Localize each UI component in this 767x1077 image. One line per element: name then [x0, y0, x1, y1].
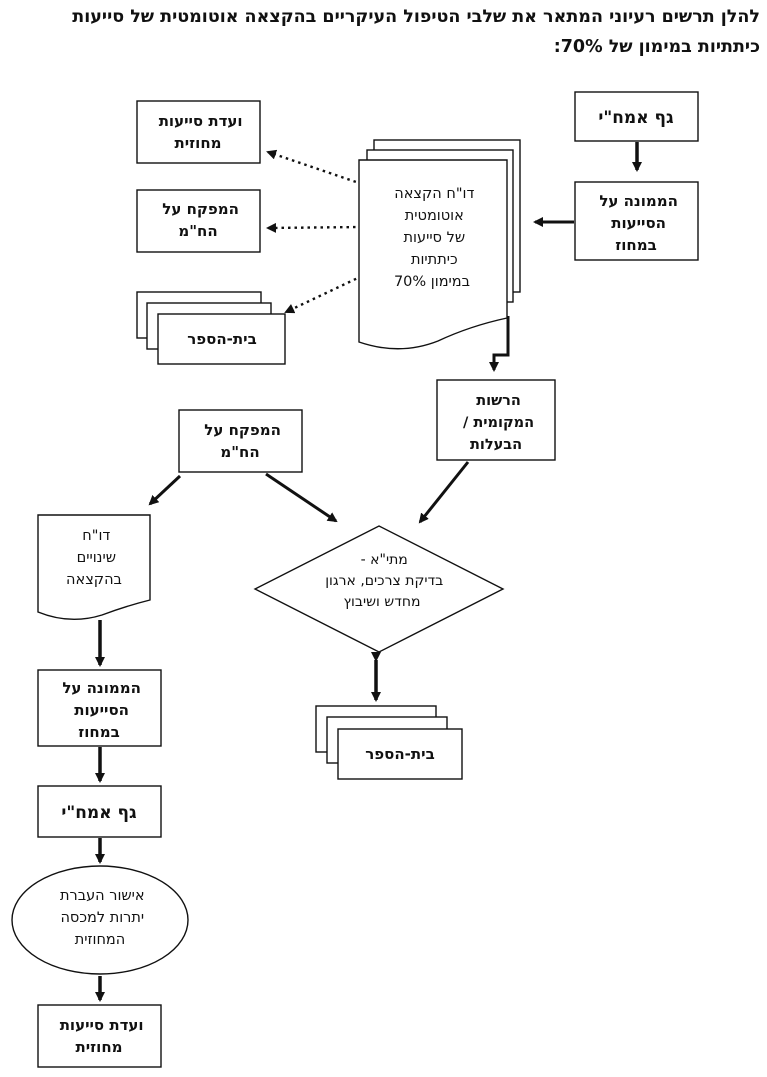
- node-committee-top: ועדת סייעות מחוזית: [136, 100, 261, 164]
- node-amach-bottom: גף אמח"י: [37, 785, 162, 838]
- node-school-bottom: בית-הספר: [315, 705, 463, 780]
- intro-line-1: להלן תרשים רעיוני המתאר את שלבי הטיפול ה…: [72, 7, 760, 27]
- node-amach-top: גף אמח"י: [574, 91, 699, 142]
- node-approval: אישור העברת יתרות למכסה המחוזית: [11, 865, 189, 975]
- svg-text:גף אמח"י: גף אמח"י: [61, 803, 137, 823]
- svg-text:המפקח על הח"מ: המפקח על הח"מ: [157, 200, 239, 240]
- svg-text:אישור העברת יתרות למכסה: אישור העברת יתרות למכסה המחוזית: [55, 888, 144, 948]
- arrow-supervisor-to-changes: [148, 474, 182, 506]
- svg-text:מתי"א - בדיקת צרכים, ארג: מתי"א - בדיקת צרכים, ארגון מחדש ושיבוץ: [321, 552, 444, 610]
- node-authority: הרשות המקומית / הבעלות: [436, 379, 556, 461]
- dotted-report-to-committee: [266, 149, 363, 186]
- svg-text:הממונה על הסייעות: הממונה על הסייעות במחוז: [594, 192, 678, 254]
- dotted-report-to-supervisor: [266, 222, 363, 233]
- dotted-report-to-school: [284, 274, 363, 314]
- node-committee-bottom: ועדת סייעות מחוזית: [37, 1004, 162, 1068]
- svg-text:דו"ח שינויים בהקצא: דו"ח שינויים בהקצאה: [66, 528, 122, 588]
- intro-line-2: כיתתיות במימון של 70%:: [553, 37, 760, 57]
- svg-text:ועדת סייעות מחוזית: ועדת סייעות מחוזית: [153, 112, 242, 152]
- node-supervisor-a: המפקח על הח"מ: [136, 189, 261, 253]
- node-report: דו"ח הקצאה אוטומטית של סייעות כיתתיות במ…: [358, 139, 521, 350]
- node-district-bottom: הממונה על הסייעות במחוז: [37, 669, 162, 747]
- node-school-top: בית-הספר: [136, 291, 286, 365]
- svg-text:המפקח על הח"מ: המפקח על הח"מ: [199, 421, 281, 461]
- node-district-top: הממונה על הסייעות במחוז: [574, 181, 699, 261]
- node-changes-report: דו"ח שינויים בהקצאה: [37, 514, 151, 621]
- svg-text:גף אמח"י: גף אמח"י: [598, 108, 674, 128]
- svg-text:הממונה על הסייעות: הממונה על הסייעות במחוז: [57, 679, 141, 741]
- svg-text:ועדת סייעות מחוזית: ועדת סייעות מחוזית: [54, 1016, 143, 1056]
- node-supervisor-b: המפקח על הח"מ: [178, 409, 303, 473]
- svg-text:בית-הספר: בית-הספר: [187, 330, 256, 348]
- connectors: [95, 142, 642, 1002]
- arrow-authority-to-matia: [418, 461, 470, 524]
- arrow-report-to-authority: [489, 316, 510, 372]
- svg-text:בית-הספר: בית-הספר: [365, 745, 434, 763]
- arrow-supervisor-to-matia: [265, 472, 338, 523]
- svg-text:הרשות המקומית / הב: הרשות המקומית / הבעלות: [458, 393, 534, 453]
- intro-text: להלן תרשים רעיוני המתאר את שלבי הטיפול ה…: [8, 2, 760, 62]
- svg-text:דו"ח הקצאה אוטומטית: דו"ח הקצאה אוטומטית של סייעות כיתתיות במ…: [390, 186, 475, 290]
- node-matia: מתי"א - בדיקת צרכים, ארגון מחדש ושיבוץ: [253, 525, 505, 653]
